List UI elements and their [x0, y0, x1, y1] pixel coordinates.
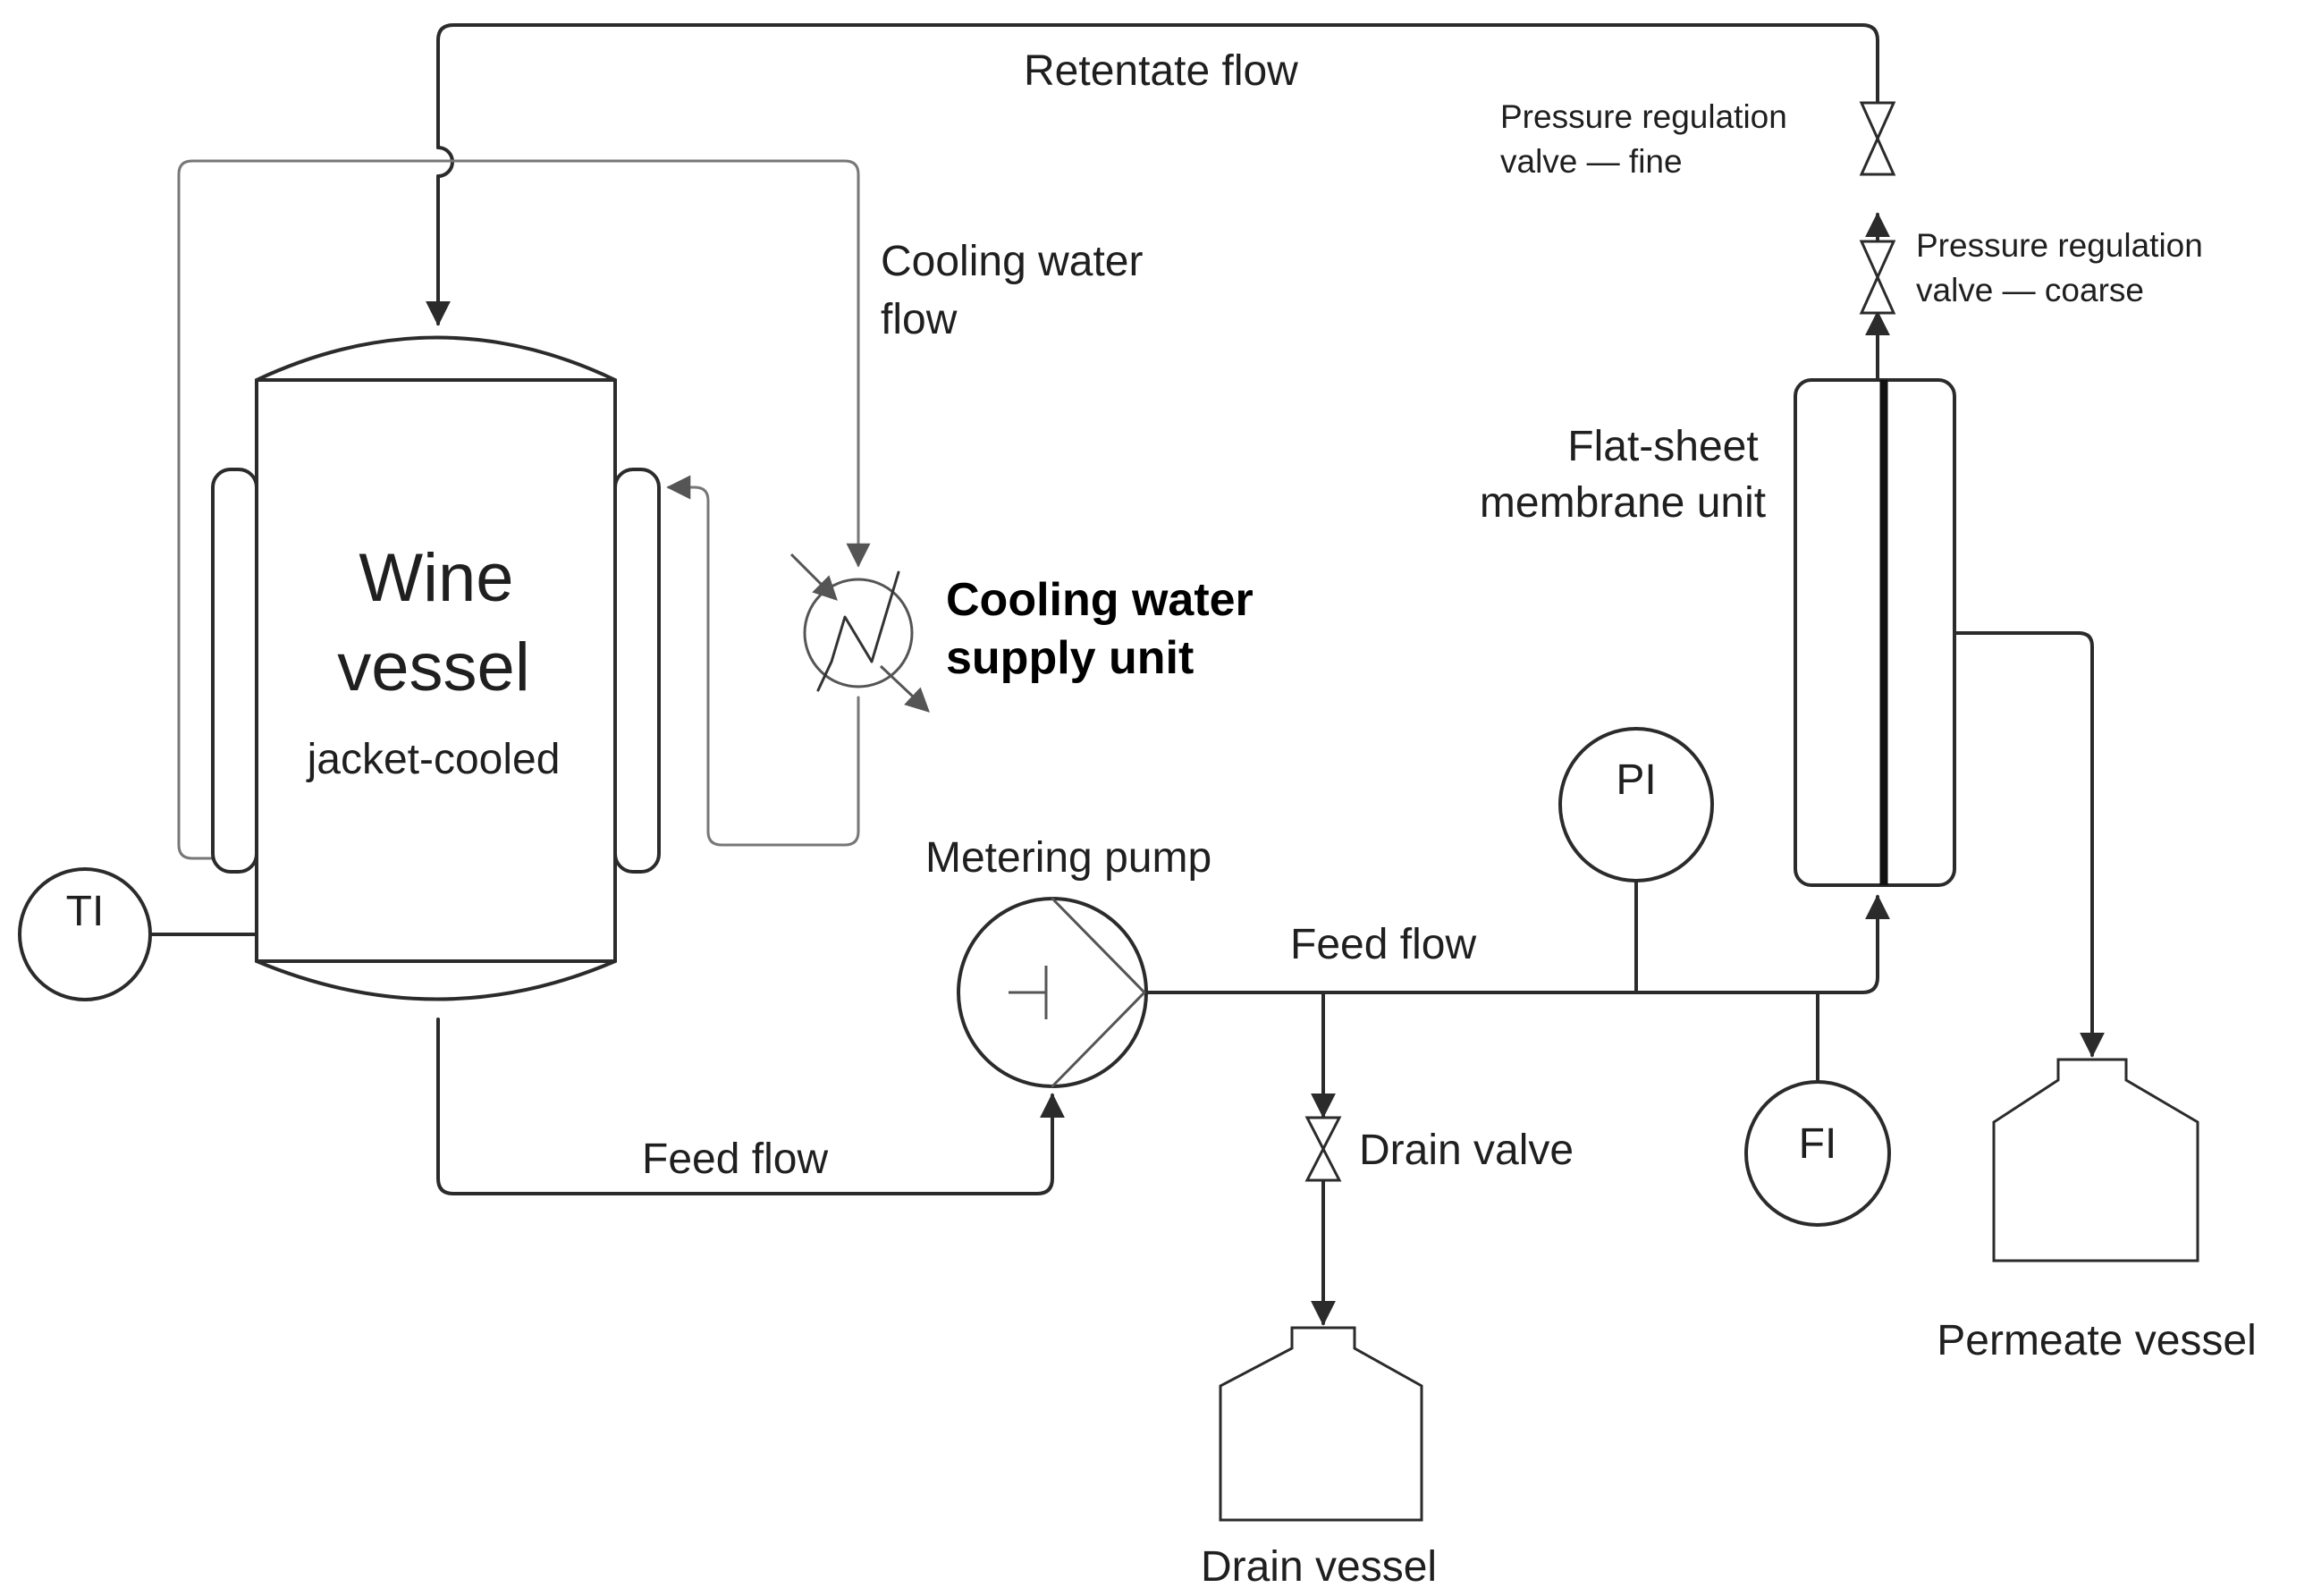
- wine-vessel-label-3: jacket-cooled: [306, 736, 561, 783]
- permeate-line: [1953, 631, 2105, 1058]
- drain-valve-icon: [1304, 1116, 1342, 1182]
- fi-label: FI: [1799, 1120, 1837, 1168]
- cooling-line-left-loop: [177, 159, 871, 860]
- cooling-unit-label: Cooling water: [946, 574, 1254, 626]
- membrane-unit-label-2: membrane unit: [1480, 479, 1766, 527]
- wine-vessel-label-2: vessel: [337, 629, 529, 705]
- pressure-valve-coarse-icon: [1859, 240, 1896, 315]
- retentate-line-top: [436, 23, 1879, 149]
- cooling-line-return: [666, 475, 860, 847]
- feed-flow-bottom-label: Feed flow: [642, 1136, 828, 1183]
- wine-vessel-label: Wine: [359, 540, 513, 616]
- metering-pump-label: Metering pump: [925, 834, 1211, 882]
- wine-vessel: [255, 335, 617, 1001]
- feed-line-top: [1143, 894, 1890, 994]
- pump-icon: [957, 897, 1148, 1088]
- cooling-jacket-left: [211, 468, 258, 874]
- cooling-water-flow-label: Cooling water: [881, 238, 1144, 285]
- pressure-valve-fine-label: Pressure regulation: [1500, 98, 1787, 135]
- fi-instrument-icon: [1744, 1080, 1891, 1227]
- feed-line-bottom: [436, 1018, 1065, 1195]
- cooling-water-flow-label-2: flow: [881, 296, 958, 343]
- ti-instrument-icon: [18, 867, 152, 1001]
- pi-label: PI: [1616, 756, 1656, 804]
- retentate-flow-label: Retentate flow: [1024, 47, 1298, 95]
- membrane-unit-label: Flat-sheet: [1567, 423, 1758, 470]
- membrane-unit: [1794, 378, 1956, 887]
- pi-instrument-icon: [1558, 727, 1714, 882]
- cooling-unit-label-2: supply unit: [946, 632, 1194, 684]
- heat-exchanger-icon: [789, 553, 930, 713]
- drain-valve-label: Drain valve: [1359, 1127, 1574, 1174]
- ti-label: TI: [66, 888, 105, 935]
- permeate-vessel-icon: [1992, 1058, 2199, 1262]
- drain-vessel-label: Drain vessel: [1201, 1543, 1437, 1591]
- pressure-valve-coarse-label-2: valve — coarse: [1916, 272, 2144, 308]
- drain-vessel-icon: [1219, 1326, 1423, 1522]
- pressure-valve-fine-label-2: valve — fine: [1500, 143, 1683, 180]
- cooling-jacket-right: [613, 468, 661, 874]
- pressure-valve-fine-icon: [1859, 101, 1896, 176]
- pressure-valve-coarse-label: Pressure regulation: [1916, 227, 2203, 264]
- feed-flow-top-label: Feed flow: [1290, 921, 1476, 968]
- permeate-vessel-label: Permeate vessel: [1937, 1317, 2257, 1364]
